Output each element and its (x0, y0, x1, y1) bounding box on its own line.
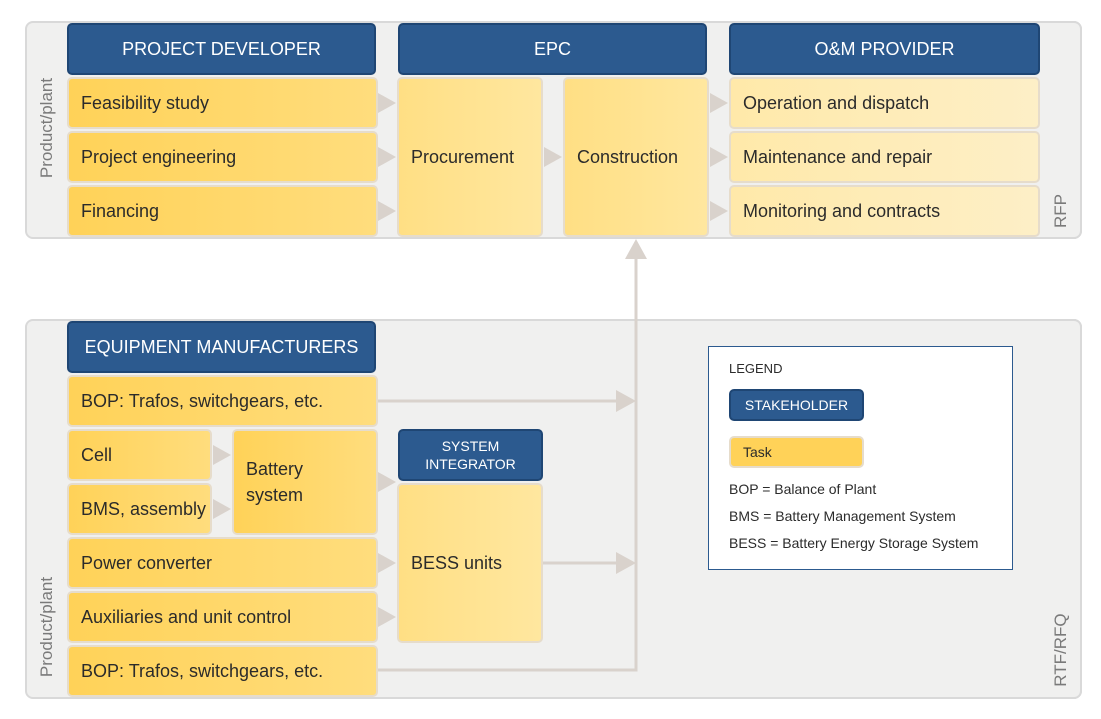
flow-arrow (710, 147, 728, 167)
task-project-engineering: Project engineering (67, 131, 378, 183)
legend-title: LEGEND (729, 361, 783, 376)
stakeholder-project-developer: PROJECT DEVELOPER (67, 23, 376, 75)
flow-arrow (213, 499, 231, 519)
task-cell: Cell (67, 429, 212, 481)
side-label-rfp-box (1040, 21, 1082, 239)
stakeholder-equipment-manufacturers: EQUIPMENT MANUFACTURERS (67, 321, 376, 373)
side-label-product-plant-bottom: Product/plant (37, 576, 56, 678)
flow-arrow (213, 445, 231, 465)
task-monitoring-contracts: Monitoring and contracts (729, 185, 1040, 237)
flow-arrow (378, 553, 396, 573)
flow-arrow (378, 201, 396, 221)
stakeholder-om-provider: O&M PROVIDER (729, 23, 1040, 75)
task-operation-dispatch: Operation and dispatch (729, 77, 1040, 129)
stakeholder-system-integrator: SYSTEM INTEGRATOR (398, 429, 543, 481)
legend-task-swatch: Task (729, 436, 864, 468)
side-label-rtf-rfq: RTF/RFQ (1051, 613, 1070, 687)
flow-arrow (378, 472, 396, 492)
task-financing: Financing (67, 185, 378, 237)
legend-key-bop: BOP = Balance of Plant (729, 481, 877, 497)
task-construction: Construction (563, 77, 709, 237)
side-label-product-plant-top: Product/plant (37, 77, 56, 179)
side-label-rfp: RFP (1051, 194, 1070, 228)
flow-arrow (544, 147, 562, 167)
task-maintenance-repair: Maintenance and repair (729, 131, 1040, 183)
legend-key-bess: BESS = Battery Energy Storage System (729, 535, 979, 551)
flow-arrow (378, 607, 396, 627)
system-integrator-label: SYSTEM INTEGRATOR (425, 438, 516, 472)
task-auxiliaries-unit-control: Auxiliaries and unit control (67, 591, 378, 643)
task-feasibility-study: Feasibility study (67, 77, 378, 129)
flow-arrow (710, 201, 728, 221)
task-bess-units: BESS units (397, 483, 543, 643)
task-power-converter: Power converter (67, 537, 378, 589)
task-procurement: Procurement (397, 77, 543, 237)
battery-system-label: Battery system (246, 459, 304, 505)
legend-key-bms: BMS = Battery Management System (729, 508, 956, 524)
task-bop-bottom: BOP: Trafos, switchgears, etc. (67, 645, 378, 697)
task-battery-system: Battery system (232, 429, 378, 535)
flow-arrow (378, 93, 396, 113)
legend: LEGEND STAKEHOLDER Task BOP = Balance of… (708, 346, 1013, 570)
stakeholder-epc: EPC (398, 23, 707, 75)
task-bms-assembly: BMS, assembly (67, 483, 212, 535)
legend-stakeholder-swatch: STAKEHOLDER (729, 389, 864, 421)
task-bop-top: BOP: Trafos, switchgears, etc. (67, 375, 378, 427)
flow-arrow (710, 93, 728, 113)
side-label-rtf-box (1040, 319, 1082, 699)
flow-arrow (378, 147, 396, 167)
